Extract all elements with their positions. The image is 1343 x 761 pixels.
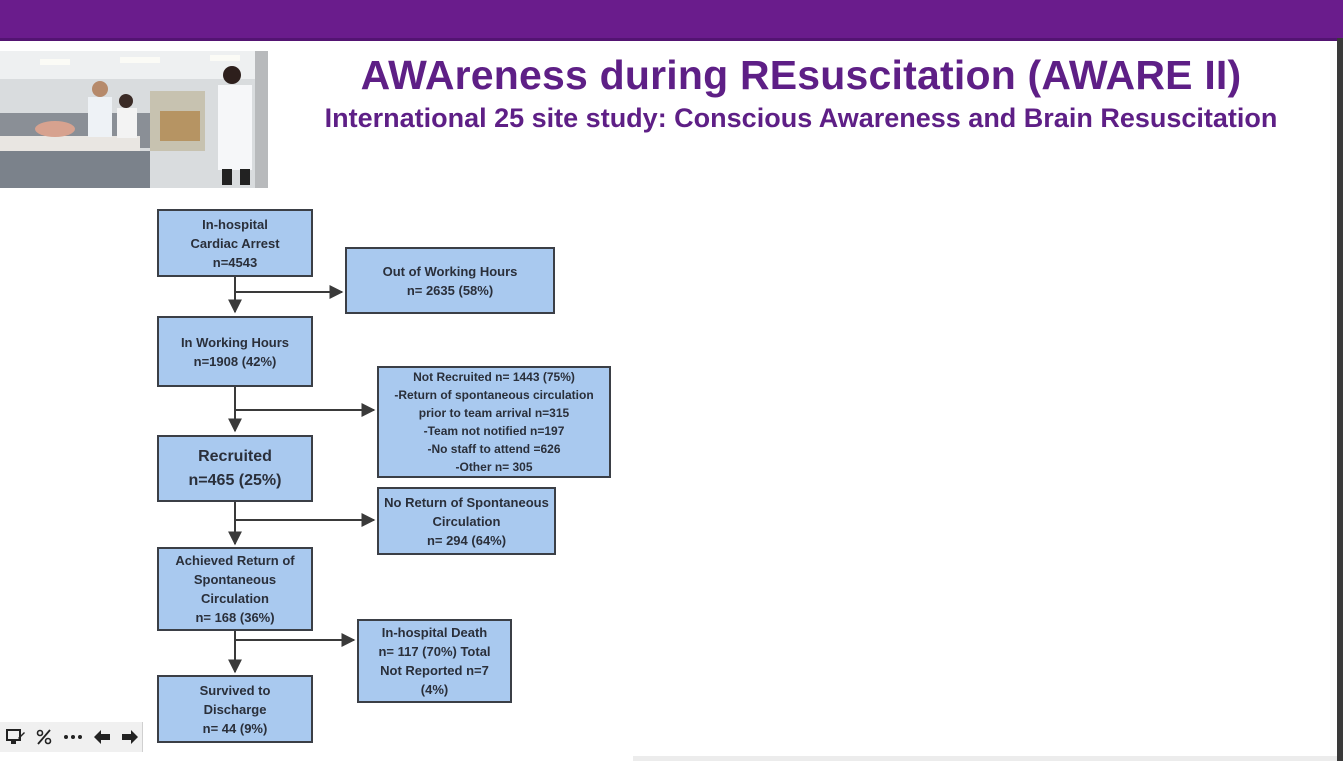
percent-slash-icon[interactable] (33, 725, 57, 749)
box-in-working-hours: In Working Hours n=1908 (42%) (157, 316, 313, 387)
bottom-strip (633, 756, 1337, 761)
more-dots-icon[interactable] (61, 725, 85, 749)
hospital-photo (0, 51, 268, 188)
box-recruited: Recruited n=465 (25%) (157, 435, 313, 502)
box-no-return-of-circulation: No Return of Spontaneous Circulation n= … (377, 487, 556, 555)
presentation-toolbar (0, 722, 143, 752)
box-achieved-return-of-circulation: Achieved Return of Spontaneous Circulati… (157, 547, 313, 631)
slide-subtitle: International 25 site study: Conscious A… (324, 103, 1278, 133)
box-not-recruited: Not Recruited n= 1443 (75%) -Return of s… (377, 366, 611, 478)
box-out-of-working-hours: Out of Working Hours n= 2635 (58%) (345, 247, 555, 314)
header-bar (0, 0, 1343, 41)
box-cardiac-arrest: In-hospital Cardiac Arrest n=4543 (157, 209, 313, 277)
arrow-left-icon[interactable] (90, 725, 114, 749)
box-survived-to-discharge: Survived to Discharge n= 44 (9%) (157, 675, 313, 743)
window-edge (1337, 38, 1343, 761)
monitor-pen-icon[interactable] (4, 725, 28, 749)
arrow-right-icon[interactable] (118, 725, 142, 749)
slide-title: AWAreness during REsuscitation (AWARE II… (360, 52, 1242, 98)
box-in-hospital-death: In-hospital Death n= 117 (70%) Total Not… (357, 619, 512, 703)
